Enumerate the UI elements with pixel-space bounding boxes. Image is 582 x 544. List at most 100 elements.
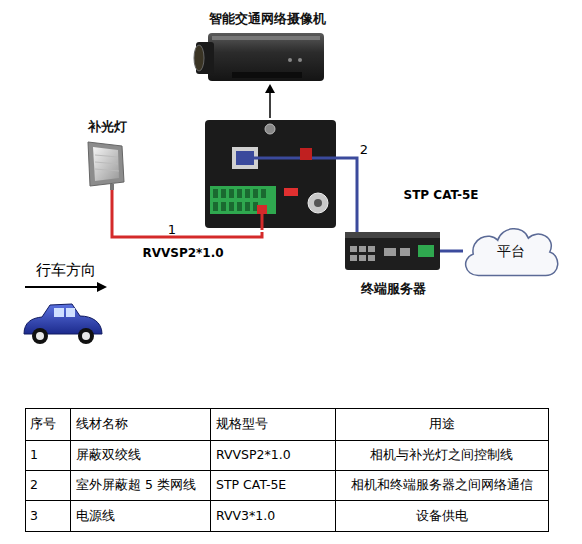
server-port	[368, 246, 375, 252]
car-wheel	[32, 328, 48, 344]
table-cell: 用途	[335, 408, 548, 440]
server-port	[400, 248, 410, 256]
direction-arrow	[25, 282, 107, 292]
terminal-block	[210, 186, 276, 214]
server-terminal	[418, 245, 434, 257]
cable-connector	[440, 250, 463, 253]
node-label: 平台	[497, 243, 525, 261]
cable-spec-label: RVVSP2*1.0	[138, 246, 228, 260]
server-port	[350, 255, 357, 261]
camera-highlight	[212, 36, 320, 40]
lens-glass	[194, 45, 204, 71]
terminal-screw	[237, 202, 242, 211]
arrow-head	[97, 282, 107, 292]
server-port	[350, 246, 357, 252]
terminal-server	[345, 232, 440, 270]
arrow-shaft	[269, 92, 271, 118]
panel-switch	[284, 188, 298, 196]
grille-line	[95, 155, 118, 157]
camera-body	[208, 33, 324, 81]
camera-front	[194, 33, 324, 81]
table-cell: 设备供电	[335, 500, 548, 531]
terminal-screw	[229, 202, 234, 211]
panel-indicator	[300, 148, 312, 160]
table-cell: 序号	[25, 408, 70, 440]
wire-terminal	[257, 205, 267, 214]
cloud-shape	[466, 229, 558, 276]
cable-inside-panel	[245, 157, 340, 160]
car-window	[54, 308, 64, 317]
grille-line	[95, 162, 118, 164]
table-rule	[210, 408, 211, 532]
light-stem	[110, 184, 114, 190]
table-cell: 1	[25, 440, 70, 470]
table-cell: 相机和终端服务器之间网络通信	[335, 470, 548, 500]
terminal-screw	[221, 202, 226, 211]
server-ports	[350, 246, 410, 261]
table-rule	[335, 408, 336, 532]
arrow-shaft	[25, 286, 98, 288]
node-label: 补光灯	[88, 118, 127, 136]
table-cell: 2	[25, 470, 70, 500]
callout-number: 1	[164, 223, 180, 237]
server-port	[368, 255, 375, 261]
callout-number: 2	[356, 143, 372, 157]
table-cell: 相机与补光灯之间控制线	[335, 440, 548, 470]
table-border	[26, 409, 549, 532]
camera-led	[288, 58, 292, 62]
table-cell: 规格型号	[210, 408, 335, 440]
table-cell: 3	[25, 500, 70, 531]
view-arrow	[265, 84, 275, 118]
light-grille	[95, 155, 119, 171]
fill-light	[88, 142, 124, 190]
car-hub	[36, 332, 44, 340]
terminal-screw	[213, 202, 218, 211]
car-hub	[82, 332, 90, 340]
car-wheel	[78, 328, 94, 344]
connector-layer	[112, 158, 463, 251]
bnc-core	[314, 199, 322, 207]
table-cell: 电源线	[70, 500, 210, 531]
server-body	[345, 232, 440, 270]
camera-rear-panel	[205, 120, 340, 230]
terminal-screw	[253, 189, 258, 198]
node-label: 智能交通网络摄像机	[209, 10, 326, 28]
table-cell: 室外屏蔽超 5 类网线	[70, 470, 210, 500]
car-window	[66, 308, 75, 317]
table-cell: 线材名称	[70, 408, 210, 440]
cable-connector	[340, 158, 357, 232]
table-rule	[25, 500, 549, 501]
table-cell: 屏蔽双绞线	[70, 440, 210, 470]
server-unit: 终端服务器	[340, 228, 446, 298]
server-port	[359, 246, 366, 252]
arrow-head	[265, 84, 275, 93]
terminal-screw	[237, 189, 242, 198]
camera-base	[232, 72, 302, 78]
fill-light-unit: 补光灯	[80, 118, 135, 190]
terminal-screw	[261, 189, 266, 198]
table-cell: RVVSP2*1.0	[210, 440, 335, 470]
table-cell: RVV3*1.0	[210, 500, 335, 531]
direction-label: 行车方向	[25, 260, 107, 280]
terminal-screw	[229, 189, 234, 198]
panel-screw	[265, 124, 275, 134]
server-port	[359, 255, 366, 261]
camera-unit: 智能交通网络摄像机	[195, 10, 340, 232]
cloud-node: 平台	[460, 220, 562, 284]
grille-line	[95, 169, 119, 171]
server-top	[345, 232, 440, 238]
terminal-screw	[213, 189, 218, 198]
bnc-connector	[308, 193, 328, 213]
camera-led	[298, 58, 302, 62]
table-cell: STP CAT-5E	[210, 470, 335, 500]
node-label: 终端服务器	[361, 280, 426, 298]
car	[24, 304, 102, 344]
panel-body	[205, 120, 336, 228]
terminal-screw	[245, 202, 250, 211]
table-rule	[25, 440, 549, 441]
light-face	[93, 147, 119, 181]
terminal-screw	[245, 189, 250, 198]
server-port	[384, 248, 396, 256]
table-rule	[25, 470, 549, 471]
cable-connector	[112, 190, 262, 237]
